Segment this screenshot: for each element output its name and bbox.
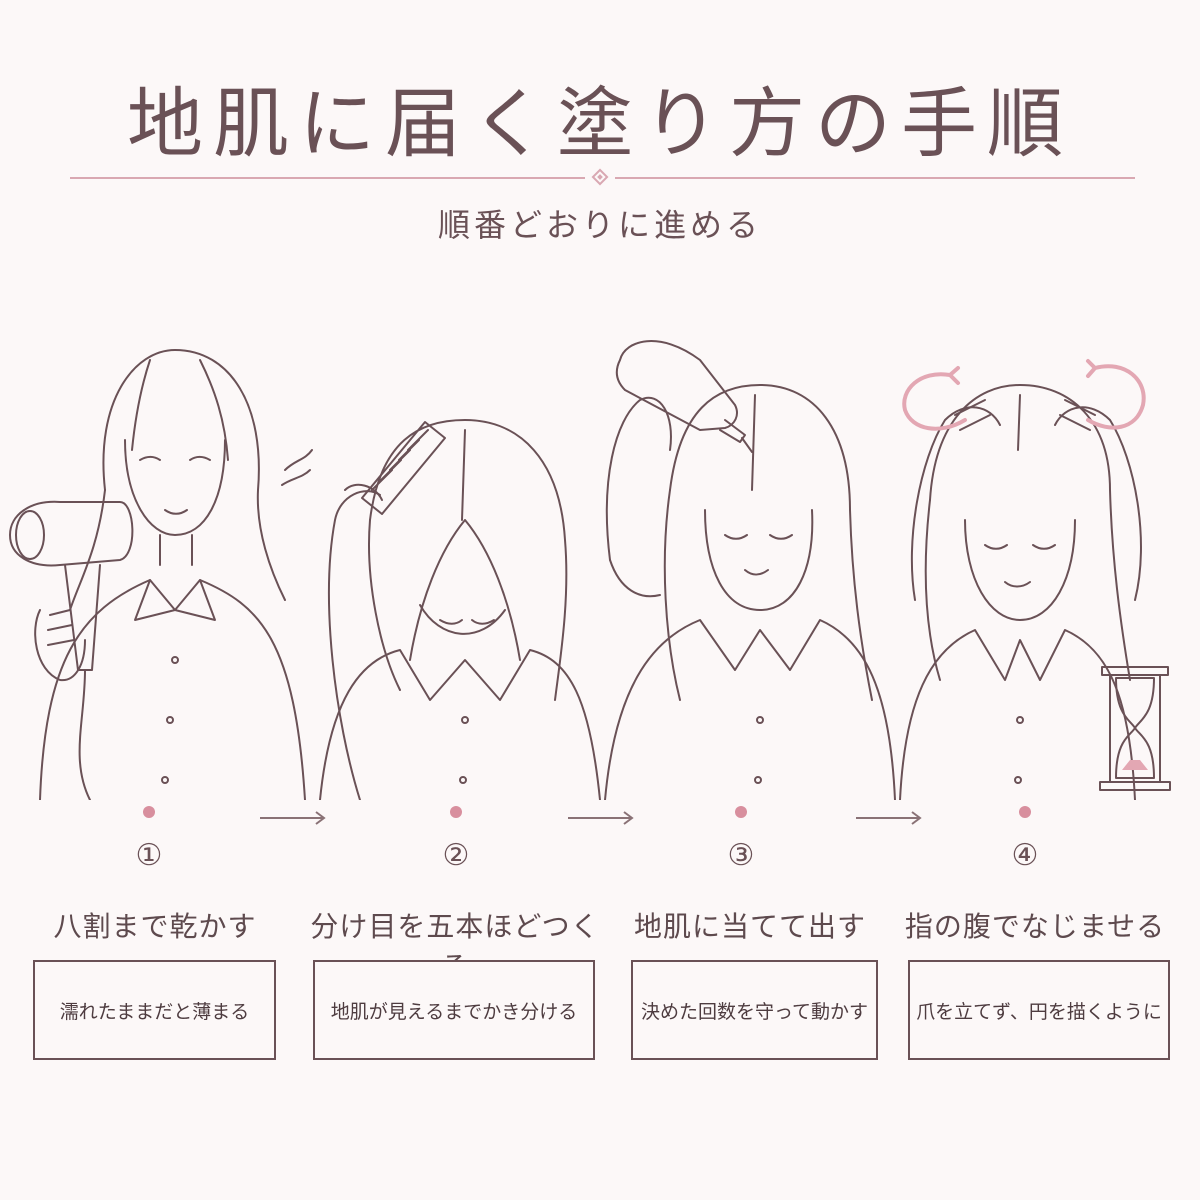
figure-3-woman-applying [604, 384, 896, 800]
step-1-marker [143, 806, 155, 818]
step-note-box: 決めた回数を守って動かす [631, 960, 878, 1060]
step-note: 爪を立てず、円を描くように [916, 1000, 1162, 1023]
hourglass-icon [1099, 666, 1171, 791]
step-number: ③ [727, 838, 755, 873]
figure-2-woman-parting [319, 419, 601, 800]
illustration-strip [9, 340, 1171, 800]
hair-dryer-icon [9, 500, 134, 800]
step-4-marker [1019, 806, 1031, 818]
figure-4-woman-massaging [899, 384, 1142, 800]
step-note: 決めた回数を守って動かす [640, 1000, 869, 1023]
step-title: 指の腹でなじませる [904, 910, 1166, 943]
step-title: 八割まで乾かす [53, 910, 257, 943]
arrow-right-icon [260, 811, 326, 825]
step-note-box: 爪を立てず、円を描くように [908, 960, 1170, 1060]
divider-left [70, 177, 585, 179]
step-number: ① [135, 838, 163, 873]
step-note-box: 濡れたままだと薄まる [33, 960, 276, 1060]
arrow-right-icon [856, 811, 922, 825]
step-number: ② [442, 838, 470, 873]
page-title: 地肌に届く塗り方の手順 [127, 79, 1073, 168]
step-2-marker [450, 806, 462, 818]
step-3-marker [735, 806, 747, 818]
step-number: ④ [1011, 838, 1039, 873]
step-note: 地肌が見えるまでかき分ける [330, 1000, 578, 1023]
divider-right [615, 177, 1135, 179]
step-note: 濡れたままだと薄まる [59, 1000, 250, 1023]
rotation-arrows-icon [902, 359, 1146, 431]
comb-icon [361, 421, 446, 515]
step-note-box: 地肌が見えるまでかき分ける [313, 960, 595, 1060]
figure-1-woman-drying [39, 349, 313, 800]
bottle-icon [615, 340, 753, 453]
page-subtitle: 順番どおりに進める [437, 206, 762, 244]
step-title: 地肌に当てて出す [633, 910, 866, 943]
arrow-right-icon [568, 811, 634, 825]
step-title: 分け目を五本ほどつくる [310, 910, 600, 983]
